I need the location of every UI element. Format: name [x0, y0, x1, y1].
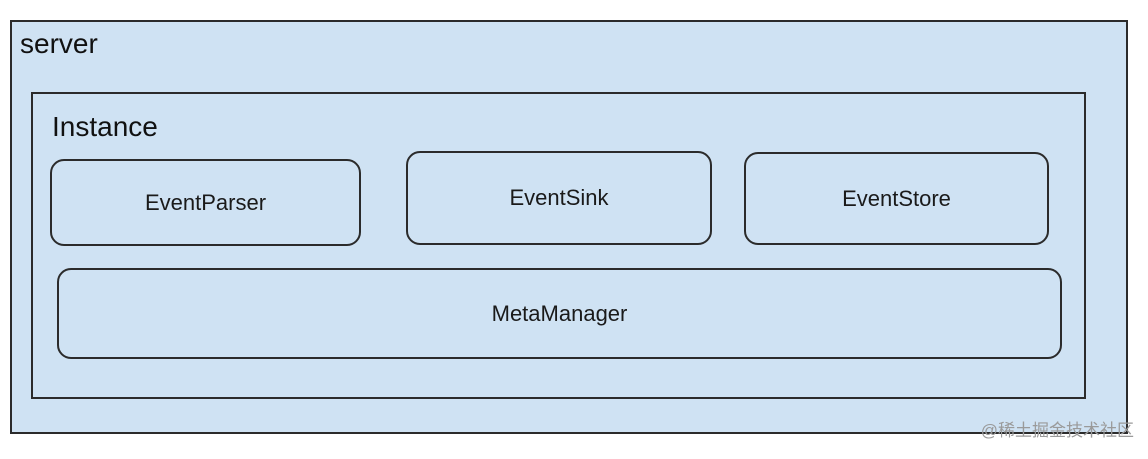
event-store-label: EventStore — [842, 185, 951, 211]
event-parser-label: EventParser — [144, 189, 267, 215]
meta-manager-label: MetaManager — [491, 300, 628, 326]
watermark: @稀土掘金技术社区 — [980, 421, 1134, 440]
event-sink-label: EventSink — [509, 185, 609, 210]
event-store-box: EventStore — [744, 152, 1049, 245]
server-label: server — [20, 28, 98, 59]
event-sink-box: EventSink — [406, 151, 712, 245]
event-parser-box: EventParser — [50, 159, 361, 246]
meta-manager-box: MetaManager — [57, 268, 1062, 359]
instance-label: Instance — [52, 111, 158, 142]
